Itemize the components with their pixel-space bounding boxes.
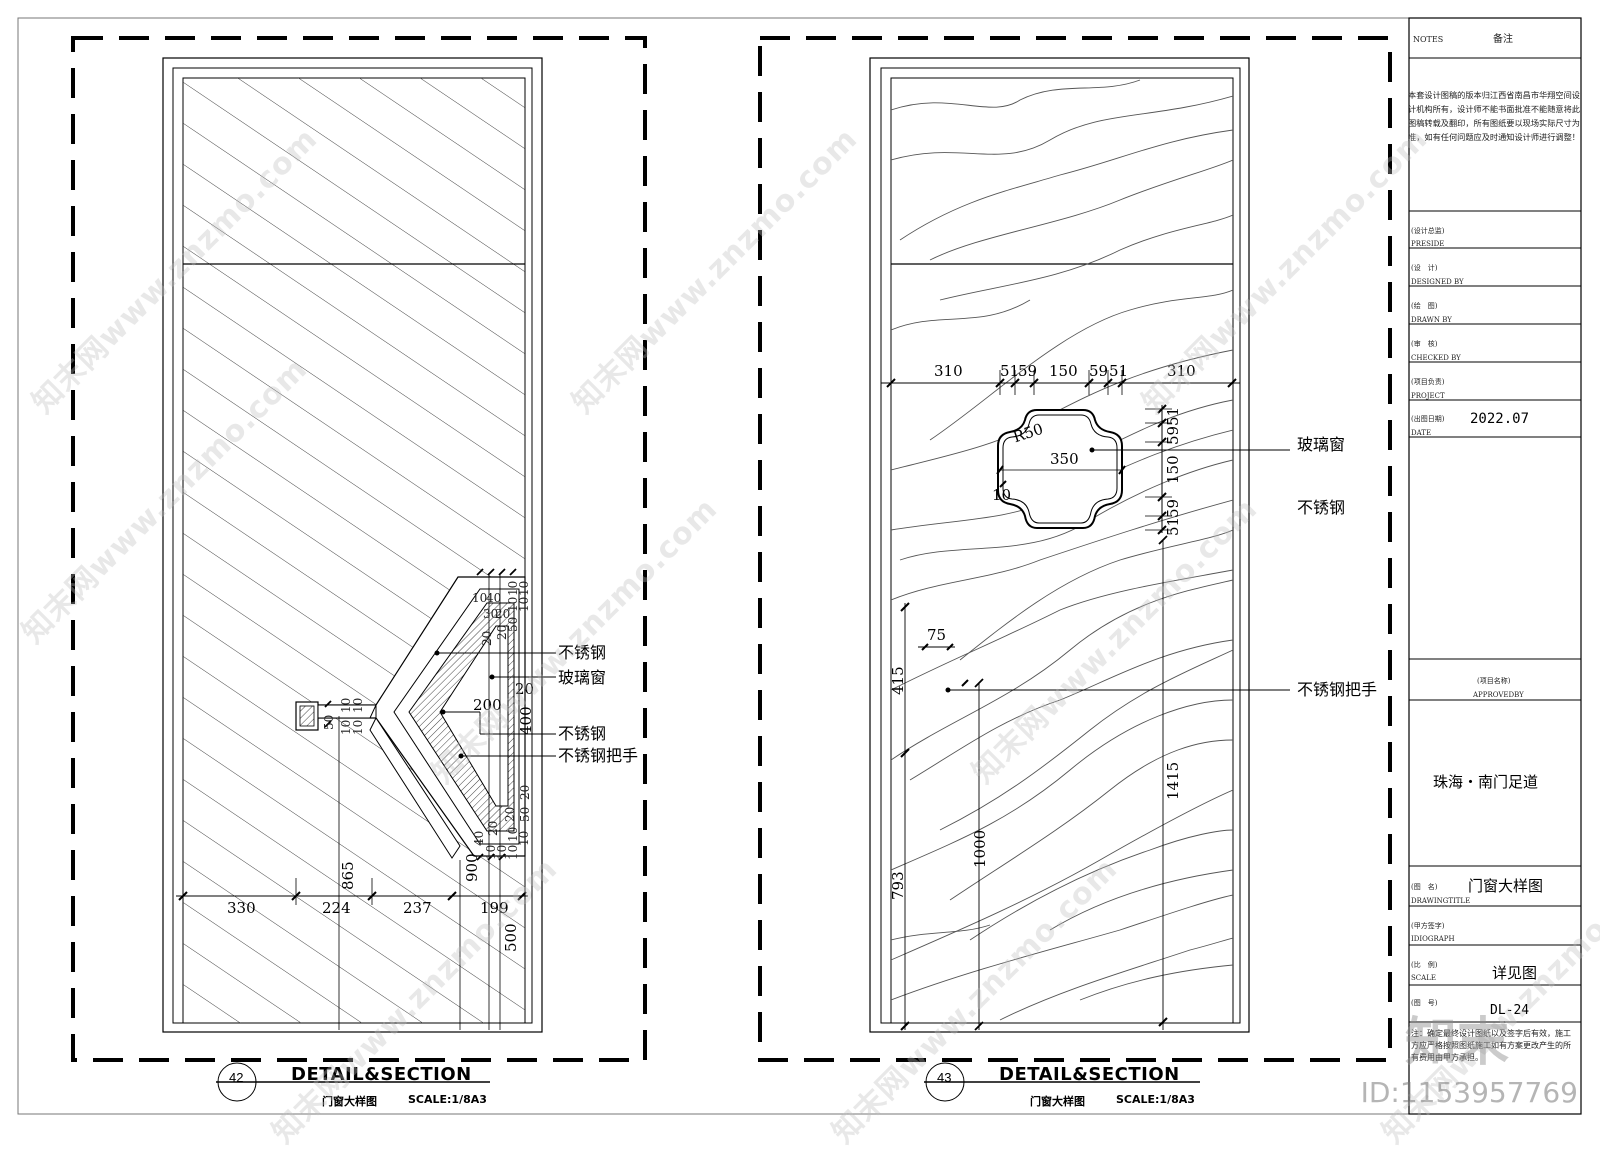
notes-heading-en: NOTES xyxy=(1413,35,1444,44)
number-cn: (图 号) xyxy=(1411,999,1438,1007)
tb-row-en: CHECKED BY xyxy=(1411,354,1461,362)
dim-small: 20 xyxy=(486,820,500,836)
drawing-title-en: DRAWINGTITLE xyxy=(1411,897,1471,905)
dim-small: 20 xyxy=(503,806,517,822)
tb-row-en: PROJECT xyxy=(1411,392,1445,400)
tb-row-cn: (设 计) xyxy=(1411,264,1438,272)
dim-150: 150 xyxy=(1164,455,1182,484)
dim-59: 59 xyxy=(1089,362,1109,380)
notes-heading-cn: 备注 xyxy=(1493,34,1513,45)
watermark-id: ID:1153957769 xyxy=(1360,1076,1578,1109)
project-name-en: APPROVEDBY xyxy=(1473,691,1524,699)
dim-310-right: 310 xyxy=(1167,362,1196,380)
left-dashed-frame xyxy=(71,36,647,1062)
label-glass-window: 玻璃窗 xyxy=(1297,437,1346,454)
dim-small: 10 xyxy=(517,830,531,846)
dim-793: 793 xyxy=(889,871,907,900)
view-title: DETAIL&SECTION xyxy=(291,1064,472,1085)
watermark-logo: 知末 xyxy=(1405,1013,1510,1073)
dim-59: 59 xyxy=(1164,425,1182,445)
dim-59: 59 xyxy=(1018,362,1038,380)
dim-1000: 1000 xyxy=(971,829,989,868)
label-stainless-steel: 不锈钢 xyxy=(1297,500,1346,517)
dim-51: 51 xyxy=(1000,362,1020,380)
dim-small: 20 xyxy=(480,630,494,646)
tb-row-en: DATE xyxy=(1411,429,1432,437)
dim-900: 900 xyxy=(463,853,481,882)
label-stainless-steel: 不锈钢 xyxy=(558,726,607,743)
drawing-title: 门窗大样图 xyxy=(1468,878,1544,895)
dim-20a: 20 xyxy=(515,680,535,698)
view-title: DETAIL&SECTION xyxy=(999,1064,1180,1085)
scale-value: 详见图 xyxy=(1492,965,1538,982)
dim-small: 30 xyxy=(483,607,499,621)
dim-350: 350 xyxy=(1050,450,1079,468)
tb-row-cn: (项目负责) xyxy=(1411,378,1445,386)
dim-237: 237 xyxy=(403,899,432,917)
dim-small: 20 xyxy=(495,607,511,621)
footer-text: 注：确定最终设计图纸以及签字后有效，施工方应严格按照图纸施工如有方案更改产生的所… xyxy=(1411,1029,1571,1062)
label-stainless-handle: 不锈钢把手 xyxy=(1297,682,1378,699)
dim-small: 10 xyxy=(351,719,365,735)
drawing-number: 43 xyxy=(937,1070,952,1085)
drawing-number: 42 xyxy=(229,1070,244,1085)
scale-cn: (比 例) xyxy=(1411,961,1438,969)
project-name-cn: (项目名称) xyxy=(1477,677,1511,685)
dim-330: 330 xyxy=(227,899,256,917)
tb-row-cn: (设计总监) xyxy=(1411,227,1445,235)
tb-row-cn: (出图日期) xyxy=(1411,415,1445,423)
view-scale: SCALE:1/8A3 xyxy=(408,1093,487,1106)
scale-en: SCALE xyxy=(1411,974,1436,982)
sign-cn: (甲方签字) xyxy=(1411,922,1445,930)
dim-small: 10 xyxy=(506,844,520,860)
sign-en: IDIOGRAPH xyxy=(1411,935,1455,943)
dim-small: 40 xyxy=(472,830,486,846)
tb-row-en: PRESIDE xyxy=(1411,240,1445,248)
dim-small: 20 xyxy=(495,624,509,640)
project-name: 珠海・南门足道 xyxy=(1433,774,1539,791)
date-value: 2022.07 xyxy=(1470,411,1530,427)
drawing-title-cn: (图 名) xyxy=(1411,883,1438,891)
dim-51: 51 xyxy=(1164,516,1182,536)
tb-row-en: DRAWN BY xyxy=(1411,316,1452,324)
right-glass-window xyxy=(997,409,1123,529)
label-stainless-steel: 不锈钢 xyxy=(558,645,607,662)
dim-59: 59 xyxy=(1164,498,1182,518)
dim-small: 10 xyxy=(517,580,531,596)
tb-row-en: DESIGNED BY xyxy=(1411,278,1464,286)
tb-row-cn: (绘 图) xyxy=(1411,302,1438,310)
dim-224: 224 xyxy=(322,899,351,917)
dim-small: 50 xyxy=(322,714,336,730)
label-stainless-handle: 不锈钢把手 xyxy=(558,748,639,765)
dim-small: 10 xyxy=(472,591,488,605)
dim-small: 50 xyxy=(518,806,532,822)
dim-51: 51 xyxy=(1109,362,1129,380)
dim-small: 20 xyxy=(518,784,532,800)
dim-small: 10 xyxy=(351,697,365,713)
dim-75: 75 xyxy=(927,626,947,644)
dim-small: 10 xyxy=(484,844,498,860)
view-subtitle: 门窗大样图 xyxy=(322,1095,377,1108)
dim-small: 10 xyxy=(517,596,531,612)
dim-1415: 1415 xyxy=(1164,761,1182,800)
dim-200: 200 xyxy=(473,696,502,714)
dim-865: 865 xyxy=(339,861,357,890)
dim-415: 415 xyxy=(889,666,907,695)
number-value: DL-24 xyxy=(1490,1003,1530,1018)
label-glass-window: 玻璃窗 xyxy=(558,670,607,687)
view-scale: SCALE:1/8A3 xyxy=(1116,1093,1195,1106)
dim-150: 150 xyxy=(1049,362,1078,380)
dim-small: 40 xyxy=(486,591,502,605)
dim-199: 199 xyxy=(480,899,509,917)
view-subtitle: 门窗大样图 xyxy=(1030,1095,1085,1108)
dim-310-left: 310 xyxy=(934,362,963,380)
notes-text: 本套设计图稿的版本归江西省南昌市华翔空间设计机构所有，设计师不能书面批准不能随意… xyxy=(1408,90,1580,142)
tb-row-cn: (审 核) xyxy=(1411,340,1438,348)
dim-10: 10 xyxy=(992,486,1012,504)
